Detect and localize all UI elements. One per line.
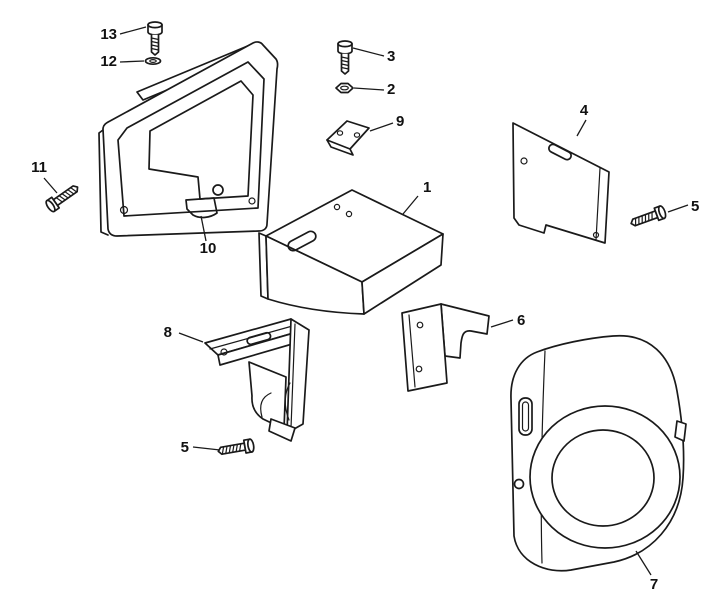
callout-9: 9 [396,113,404,130]
callout-12: 12 [100,53,117,70]
part-2-nut [335,82,354,94]
callout-7: 7 [650,576,658,593]
part-1-baffle-cover [258,189,444,315]
callout-3: 3 [387,48,395,65]
callout-labels: 13 12 3 2 9 4 5 1 11 10 8 6 5 7 [31,26,699,593]
part-8-bracket-assembly [204,318,310,442]
callout-2: 2 [387,81,395,98]
callout-4: 4 [580,102,589,119]
callout-13: 13 [100,26,117,43]
part-7-blower-housing [510,334,687,572]
part-3-screw [337,40,353,75]
part-5-screw-right [628,204,668,231]
part-9-bracket [326,120,370,156]
callout-6: 6 [517,312,525,329]
callout-8: 8 [164,324,172,341]
part-10-baffle-plate [98,41,279,237]
callout-11: 11 [31,159,47,176]
part-13-screw [147,21,163,56]
callout-5-lower: 5 [181,439,189,456]
part-4-side-plate [512,122,610,244]
part-11-screw [43,180,83,214]
callout-10: 10 [200,240,217,257]
callout-5-right: 5 [691,198,699,215]
callout-1: 1 [423,179,431,196]
part-6-angle-bracket [401,303,490,392]
leader-lines [43,26,689,576]
part-5-screw-lower [216,437,256,459]
part-12-washer [144,56,162,66]
